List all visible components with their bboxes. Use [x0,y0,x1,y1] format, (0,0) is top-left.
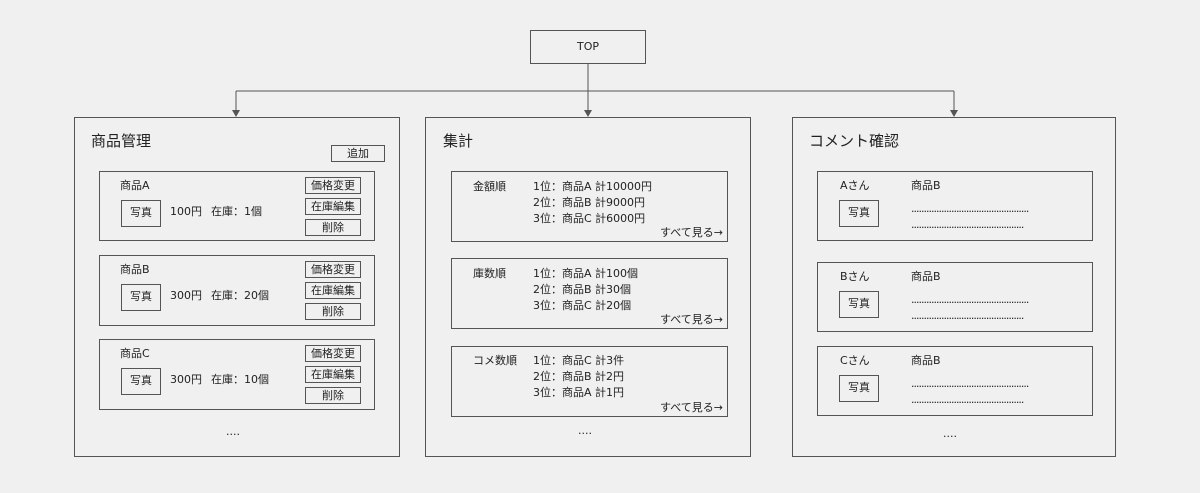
edit-stock-button[interactable]: 在庫編集 [305,282,361,299]
product-stock: 在庫：1個 [211,205,262,218]
product-stock: 在庫：10個 [211,373,269,386]
product-photo: 写真 [121,200,161,227]
ranking-row: 1位：商品C 計3件 [533,354,625,367]
comment-user: Aさん [840,179,870,192]
comment-photo: 写真 [839,291,879,318]
product-photo: 写真 [121,284,161,311]
comment-text: ........................................… [911,218,1024,231]
more-indicator: .... [943,427,957,440]
comment-photo: 写真 [839,200,879,227]
ranking-label: 庫数順 [473,267,506,280]
see-all-link[interactable]: すべて見る→ [659,401,723,414]
product-management-panel: 商品管理 追加 商品A 写真 100円 在庫：1個 価格変更 在庫編集 削除 商… [74,117,400,457]
ranking-row: 1位：商品A 計10000円 [533,180,653,193]
summary-panel: 集計 金額順 1位：商品A 計10000円 2位：商品B 計9000円 3位：商… [425,117,751,457]
comment-card: Cさん 商品B 写真 .............................… [817,346,1093,416]
top-node[interactable]: TOP [530,30,646,64]
comment-card: Aさん 商品B 写真 .............................… [817,171,1093,241]
panel-title: 集計 [443,132,474,150]
delete-button[interactable]: 削除 [305,303,361,320]
ranking-card-comments: コメ数順 1位：商品C 計3件 2位：商品B 計2円 3位：商品A 計1円 すべ… [451,346,728,417]
comment-product: 商品B [911,179,941,192]
comment-product: 商品B [911,270,941,283]
product-price: 300円 [170,373,202,386]
comment-text: ........................................… [911,309,1024,322]
ranking-card-stock: 庫数順 1位：商品A 計100個 2位：商品B 計30個 3位：商品C 計20個… [451,258,728,329]
product-name: 商品B [120,263,150,276]
ranking-row: 2位：商品B 計30個 [533,283,632,296]
more-indicator: .... [578,424,592,437]
change-price-button[interactable]: 価格変更 [305,177,361,194]
comment-text: ........................................… [911,393,1024,406]
comment-user: Cさん [840,354,870,367]
see-all-link[interactable]: すべて見る→ [659,313,723,326]
comment-photo: 写真 [839,375,879,402]
product-name: 商品A [120,179,150,192]
product-card: 商品C 写真 300円 在庫：10個 価格変更 在庫編集 削除 [99,339,375,410]
ranking-row: 3位：商品C 計20個 [533,299,632,312]
change-price-button[interactable]: 価格変更 [305,261,361,278]
comment-product: 商品B [911,354,941,367]
product-price: 300円 [170,289,202,302]
comment-text: ........................................… [911,202,1029,215]
ranking-row: 3位：商品C 計6000円 [533,212,646,225]
top-node-label: TOP [576,40,599,53]
panel-title: コメント確認 [809,132,900,150]
panel-title: 商品管理 [91,132,152,150]
delete-button[interactable]: 削除 [305,387,361,404]
more-indicator: .... [226,425,240,438]
comment-text: ........................................… [911,293,1029,306]
see-all-link[interactable]: すべて見る→ [659,226,723,239]
ranking-label: 金額順 [473,180,506,193]
ranking-row: 2位：商品B 計9000円 [533,196,646,209]
comment-user: Bさん [840,270,870,283]
comment-card: Bさん 商品B 写真 .............................… [817,262,1093,332]
product-photo: 写真 [121,368,161,395]
edit-stock-button[interactable]: 在庫編集 [305,366,361,383]
ranking-row: 3位：商品A 計1円 [533,386,625,399]
comment-text: ........................................… [911,377,1029,390]
product-name: 商品C [120,347,150,360]
product-stock: 在庫：20個 [211,289,269,302]
edit-stock-button[interactable]: 在庫編集 [305,198,361,215]
ranking-label: コメ数順 [473,354,517,367]
add-button[interactable]: 追加 [331,145,385,162]
ranking-row: 2位：商品B 計2円 [533,370,625,383]
product-card: 商品A 写真 100円 在庫：1個 価格変更 在庫編集 削除 [99,171,375,241]
ranking-row: 1位：商品A 計100個 [533,267,639,280]
change-price-button[interactable]: 価格変更 [305,345,361,362]
delete-button[interactable]: 削除 [305,219,361,236]
comment-review-panel: コメント確認 Aさん 商品B 写真 ......................… [792,117,1116,457]
product-price: 100円 [170,205,202,218]
product-card: 商品B 写真 300円 在庫：20個 価格変更 在庫編集 削除 [99,255,375,326]
ranking-card-amount: 金額順 1位：商品A 計10000円 2位：商品B 計9000円 3位：商品C … [451,171,728,242]
